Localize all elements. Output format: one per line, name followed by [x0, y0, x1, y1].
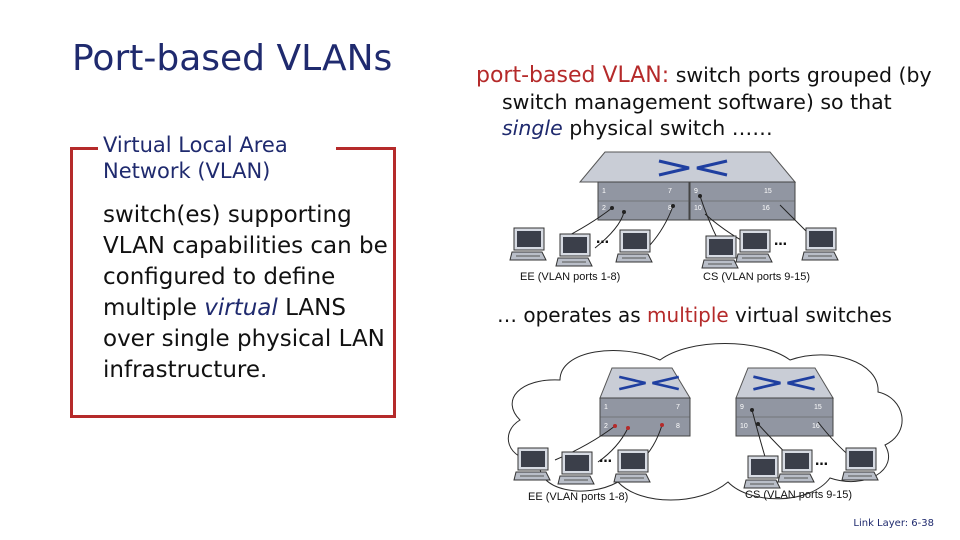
ee-port-label: 1 — [604, 404, 608, 411]
pc-icon — [615, 229, 653, 263]
top-port-label: 9 — [694, 188, 698, 195]
description: port-based VLAN: switch ports grouped (b… — [476, 62, 946, 141]
box-heading: Virtual Local Area Network (VLAN) — [103, 132, 288, 184]
pc-icon — [613, 449, 651, 483]
box-body-text: switch(es) supporting VLAN capabilities … — [103, 202, 388, 321]
bottom-cs-label: CS (VLAN ports 9-15) — [745, 489, 852, 501]
pc-icon — [735, 229, 773, 263]
ee-port-label: 8 — [676, 423, 680, 430]
pc-icon — [743, 455, 781, 489]
box-top-border-left — [70, 147, 98, 150]
middle-caption-highlight: multiple — [647, 303, 729, 327]
top-ee-hosts — [509, 227, 653, 267]
pc-icon — [513, 447, 551, 481]
pc-icon — [777, 449, 815, 483]
bottom-ee-switch: 1 7 2 8 — [554, 367, 691, 463]
box-body-text-end: LANS over single physical LAN infrastruc… — [103, 295, 385, 383]
ee-port-label: 2 — [604, 423, 608, 430]
top-ee-label: EE (VLAN ports 1-8) — [520, 271, 620, 283]
ellipsis: … — [774, 234, 787, 249]
pc-icon — [801, 227, 839, 261]
pc-icon — [701, 235, 739, 269]
box-body-emphasis: virtual — [204, 295, 278, 321]
top-cs-hosts — [701, 227, 839, 269]
top-port-label: 1 — [602, 188, 606, 195]
description-text1: switch ports grouped (by — [669, 63, 932, 87]
footer-page-label: Link Layer: 6-38 — [853, 518, 934, 529]
description-lead: port-based VLAN: — [476, 63, 670, 88]
box-heading-line1: Virtual Local Area — [103, 133, 288, 157]
page-title: Port-based VLANs — [72, 38, 393, 79]
top-port-label: 8 — [668, 205, 672, 212]
ee-port-label: 7 — [676, 404, 680, 411]
cs-port-label: 9 — [740, 404, 744, 411]
description-emphasis: single — [502, 116, 563, 140]
ellipsis: … — [815, 454, 828, 469]
cs-port-label: 10 — [740, 423, 748, 430]
middle-caption: … operates as multiple virtual switches — [497, 303, 892, 327]
virtual-network-cloud — [507, 343, 903, 501]
pc-icon — [557, 451, 595, 485]
top-port-label: 2 — [602, 205, 606, 212]
top-switch: 1 7 9 15 2 8 10 16 — [559, 151, 821, 251]
description-text2: switch management software) so that — [502, 90, 892, 114]
top-port-label: 15 — [764, 188, 772, 195]
top-port-label: 7 — [668, 188, 672, 195]
cs-port-label: 15 — [814, 404, 822, 411]
vlan-definition-box — [70, 147, 396, 418]
top-cs-label: CS (VLAN ports 9-15) — [703, 271, 810, 283]
bottom-ee-hosts — [513, 447, 651, 485]
bottom-cs-switch: 9 15 10 16 — [735, 367, 853, 463]
cs-port-label: 16 — [812, 423, 820, 430]
top-port-label: 10 — [694, 205, 702, 212]
pc-icon — [509, 227, 547, 261]
pc-icon — [841, 447, 879, 481]
box-body: switch(es) supporting VLAN capabilities … — [103, 200, 393, 386]
ellipsis: … — [596, 232, 609, 247]
top-port-label: 16 — [762, 205, 770, 212]
pc-icon — [555, 233, 593, 267]
box-top-border-right — [336, 147, 396, 150]
middle-caption-text-end: virtual switches — [728, 303, 892, 327]
bottom-ee-label: EE (VLAN ports 1-8) — [528, 491, 628, 503]
box-heading-line2: Network (VLAN) — [103, 159, 271, 183]
description-text3: physical switch …… — [562, 116, 773, 140]
middle-caption-text: … operates as — [497, 303, 648, 327]
ellipsis: … — [599, 451, 612, 466]
